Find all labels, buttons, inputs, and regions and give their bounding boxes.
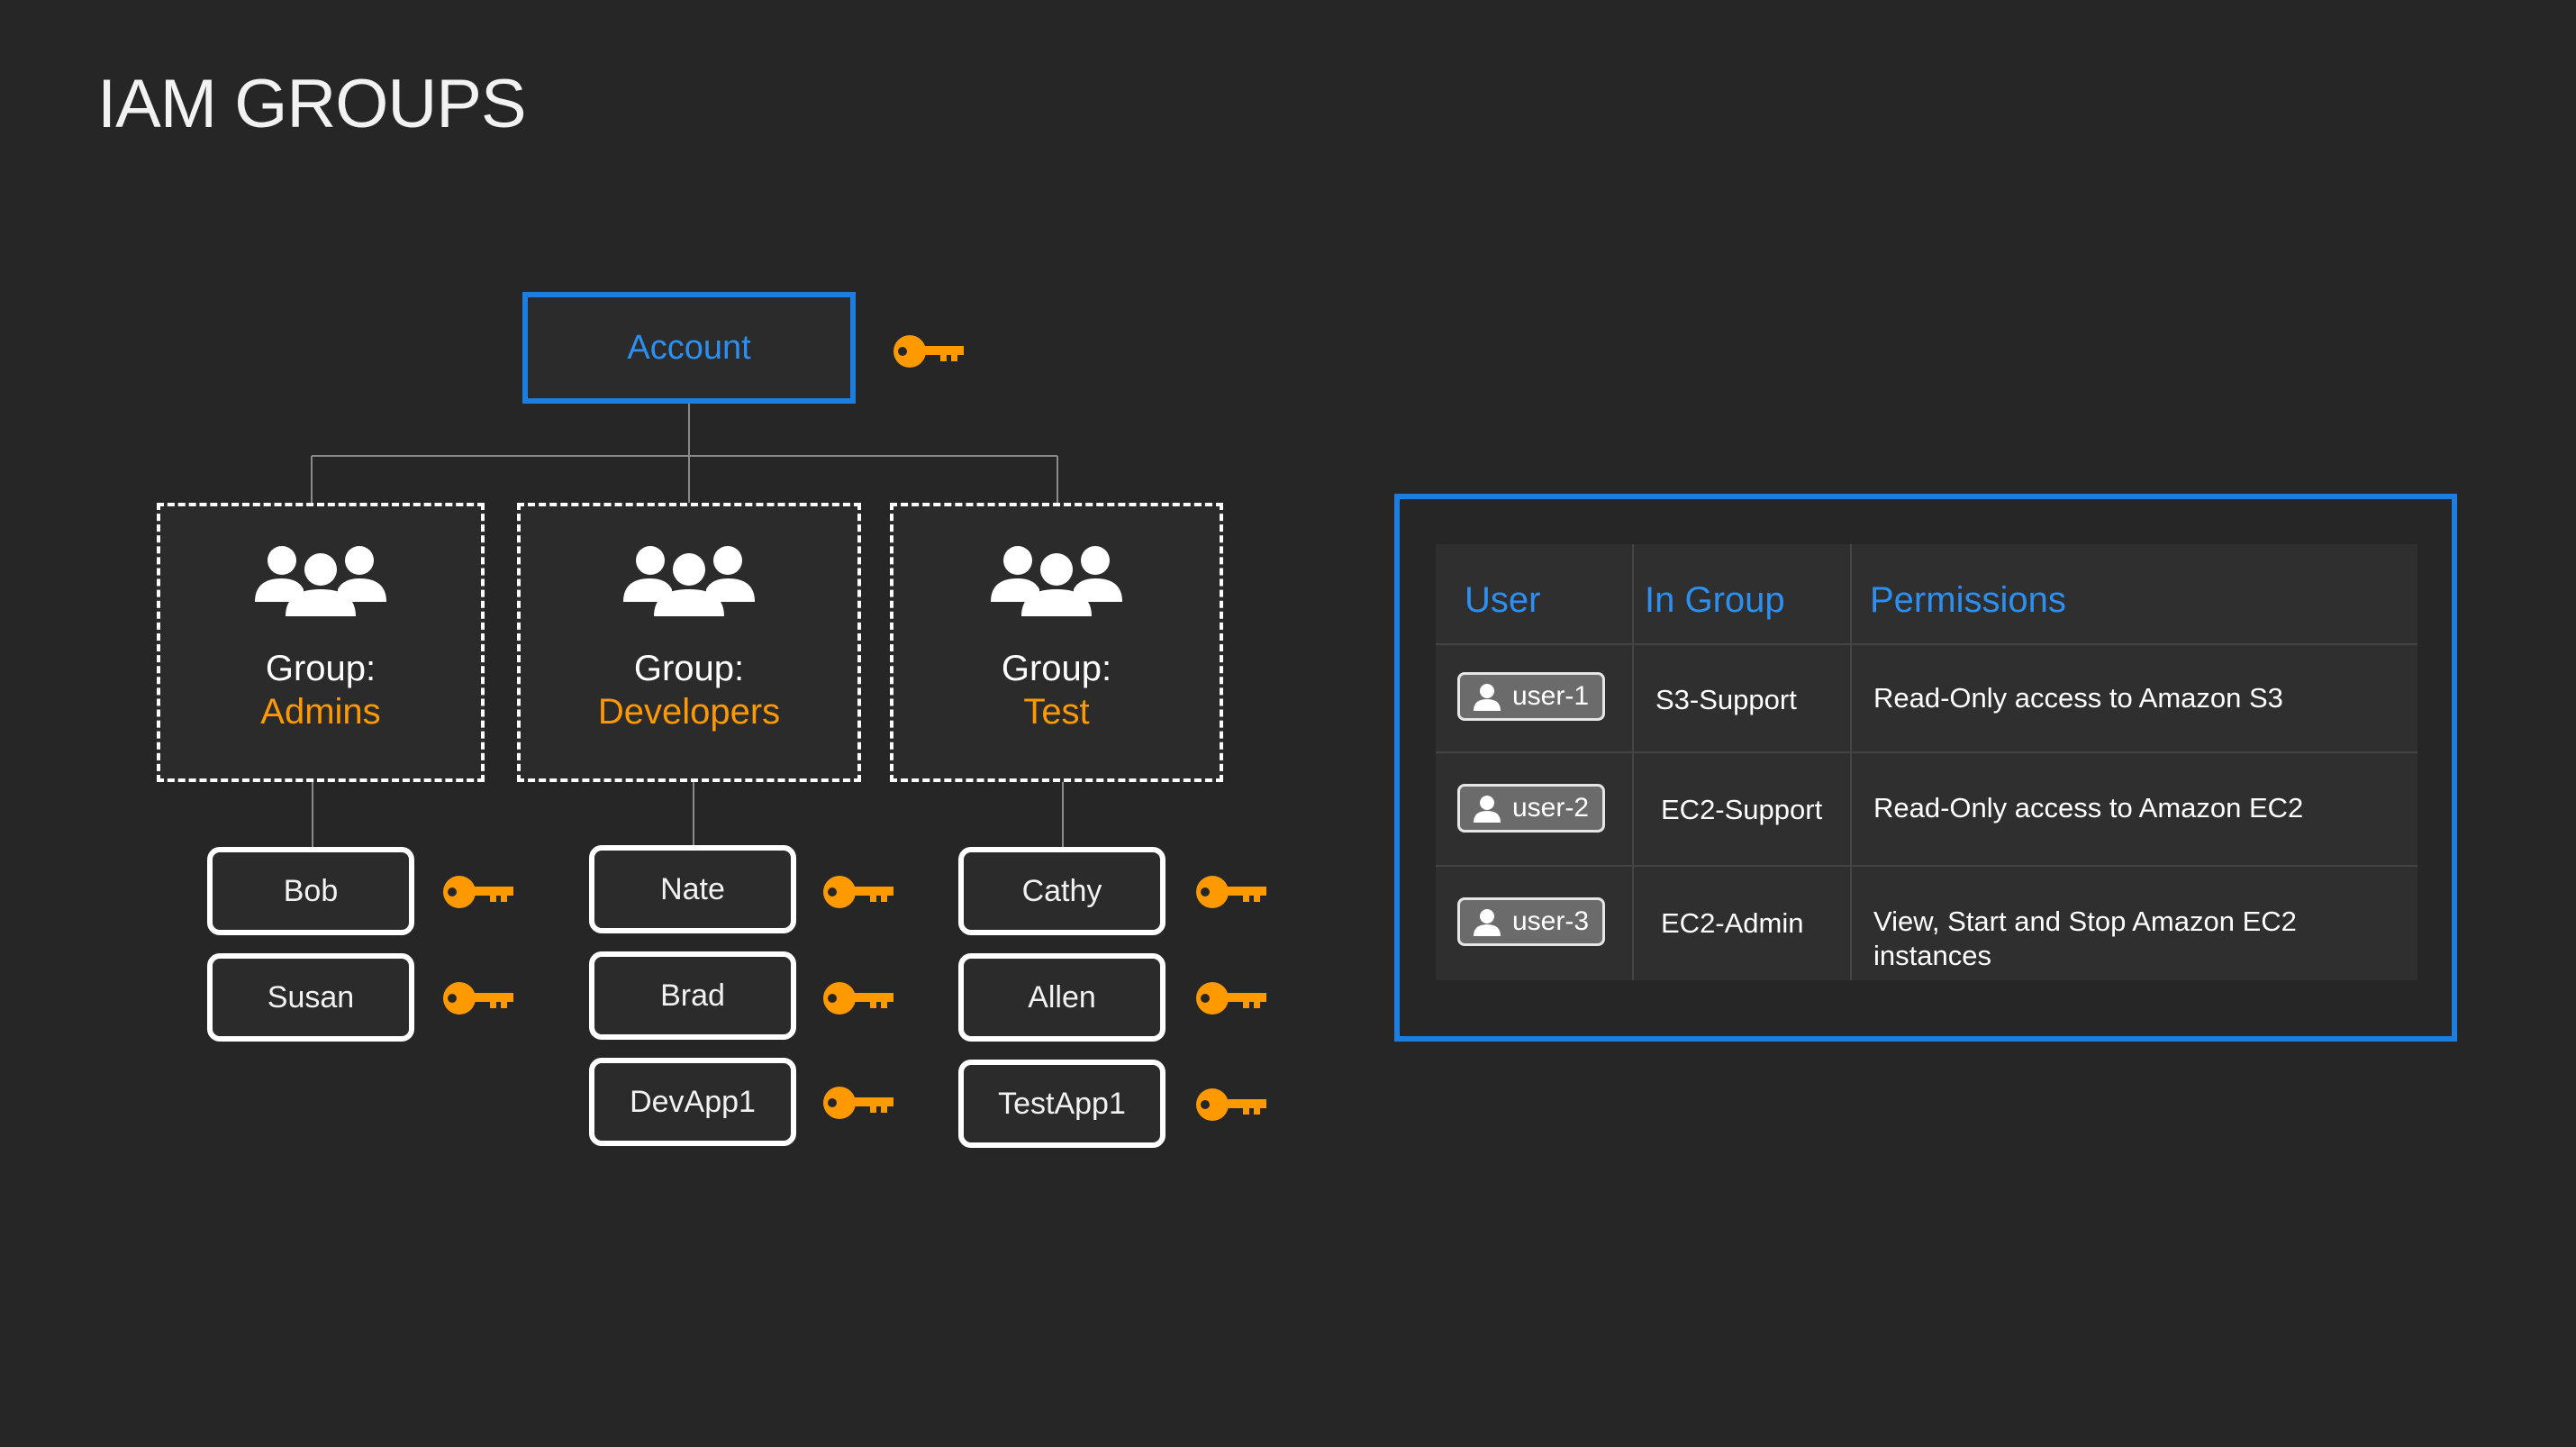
row-divider xyxy=(1436,643,2417,645)
table-row-user-badge: user-3 xyxy=(1457,897,1605,946)
cell-group: EC2-Support xyxy=(1661,794,1823,825)
key-icon xyxy=(893,335,964,368)
user-name: user-1 xyxy=(1512,681,1590,711)
header-permissions: Permissions xyxy=(1870,580,2066,620)
user-node-bob: Bob xyxy=(207,847,414,935)
key-icon xyxy=(1196,982,1266,1015)
key-icon xyxy=(823,982,893,1015)
key-icon xyxy=(823,876,893,908)
table-row-user-badge: user-2 xyxy=(1457,784,1605,833)
key-icon xyxy=(1196,1088,1266,1121)
user-node-susan: Susan xyxy=(207,953,414,1042)
group-name-admins: Admins xyxy=(260,692,381,732)
key-icon xyxy=(443,876,513,908)
user-name: user-3 xyxy=(1512,906,1590,936)
user-node-cathy: Cathy xyxy=(958,847,1166,935)
cell-permissions: View, Start and Stop Amazon EC2 instance… xyxy=(1873,906,2297,971)
group-name-test: Test xyxy=(1023,692,1090,732)
group-developers-box: Group: Developers xyxy=(517,503,861,782)
header-user: User xyxy=(1465,580,1541,620)
key-icon xyxy=(1196,876,1266,908)
cell-permissions: Read-Only access to Amazon S3 xyxy=(1873,682,2283,714)
column-divider xyxy=(1632,544,1634,980)
row-divider xyxy=(1436,751,2417,753)
group-admins-box: Group: Admins xyxy=(157,503,485,782)
key-icon xyxy=(443,982,513,1015)
group-users-icon xyxy=(255,546,386,616)
permissions-table: User In Group Permissions user-1 S3-Supp… xyxy=(1436,544,2417,980)
key-icon xyxy=(823,1087,893,1119)
group-test-box: Group: Test xyxy=(890,503,1223,782)
user-icon xyxy=(1474,796,1501,823)
table-row-user-badge: user-1 xyxy=(1457,672,1605,721)
user-node-devapp1: DevApp1 xyxy=(589,1058,796,1146)
group-prefix: Group: xyxy=(633,649,745,688)
cell-permissions: Read-Only access to Amazon EC2 xyxy=(1873,792,2304,824)
group-prefix: Group: xyxy=(1001,649,1112,688)
column-divider xyxy=(1850,544,1852,980)
row-divider xyxy=(1436,865,2417,867)
user-icon xyxy=(1474,684,1501,711)
group-prefix: Group: xyxy=(265,649,376,688)
user-node-nate: Nate xyxy=(589,845,796,933)
group-users-icon xyxy=(623,546,755,616)
cell-group: S3-Support xyxy=(1655,684,1797,715)
cell-group: EC2-Admin xyxy=(1661,907,1804,939)
account-node: Account xyxy=(522,292,856,404)
group-name-developers: Developers xyxy=(597,692,781,732)
group-users-icon xyxy=(991,546,1122,616)
header-in-group: In Group xyxy=(1645,580,1785,620)
user-node-testapp1: TestApp1 xyxy=(958,1060,1166,1148)
user-name: user-2 xyxy=(1512,793,1590,823)
page-title: IAM GROUPS xyxy=(97,66,527,142)
user-node-brad: Brad xyxy=(589,951,796,1040)
user-node-allen: Allen xyxy=(958,953,1166,1042)
user-icon xyxy=(1474,909,1501,936)
